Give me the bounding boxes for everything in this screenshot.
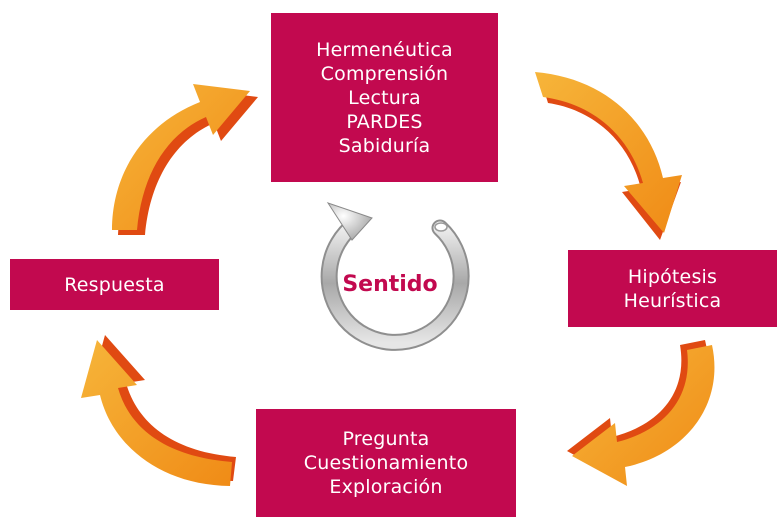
box-hipotesis: Hipótesis Heurística — [568, 250, 777, 327]
box-hermeneutica-line: Sabiduría — [338, 134, 431, 157]
box-pregunta-line: Exploración — [329, 476, 443, 498]
box-pregunta-line: Cuestionamiento — [303, 452, 469, 474]
arrow-left-to-top-icon — [112, 84, 258, 235]
box-pregunta: Pregunta Cuestionamiento Exploración — [256, 409, 516, 517]
arrow-top-to-right-icon — [535, 72, 682, 240]
box-hipotesis-line: Hipótesis — [627, 265, 718, 288]
arrow-right-to-bottom-icon — [567, 340, 715, 486]
box-pregunta-line: Pregunta — [342, 428, 430, 450]
box-hermeneutica-line: Comprensión — [320, 62, 449, 85]
box-respuesta-line: Respuesta — [64, 273, 165, 296]
center-label-sentido: Sentido — [342, 272, 438, 297]
box-hermeneutica-line: Hermenéutica — [316, 38, 453, 61]
box-hermeneutica: Hermenéutica Comprensión Lectura PARDES … — [271, 13, 498, 182]
arrow-bottom-to-left-icon — [81, 335, 236, 486]
box-hermeneutica-line: Lectura — [348, 86, 421, 109]
box-hipotesis-line: Heurística — [623, 289, 722, 312]
circular-arrow-icon — [320, 202, 470, 351]
box-hermeneutica-line: PARDES — [346, 110, 423, 133]
box-respuesta: Respuesta — [10, 259, 219, 310]
